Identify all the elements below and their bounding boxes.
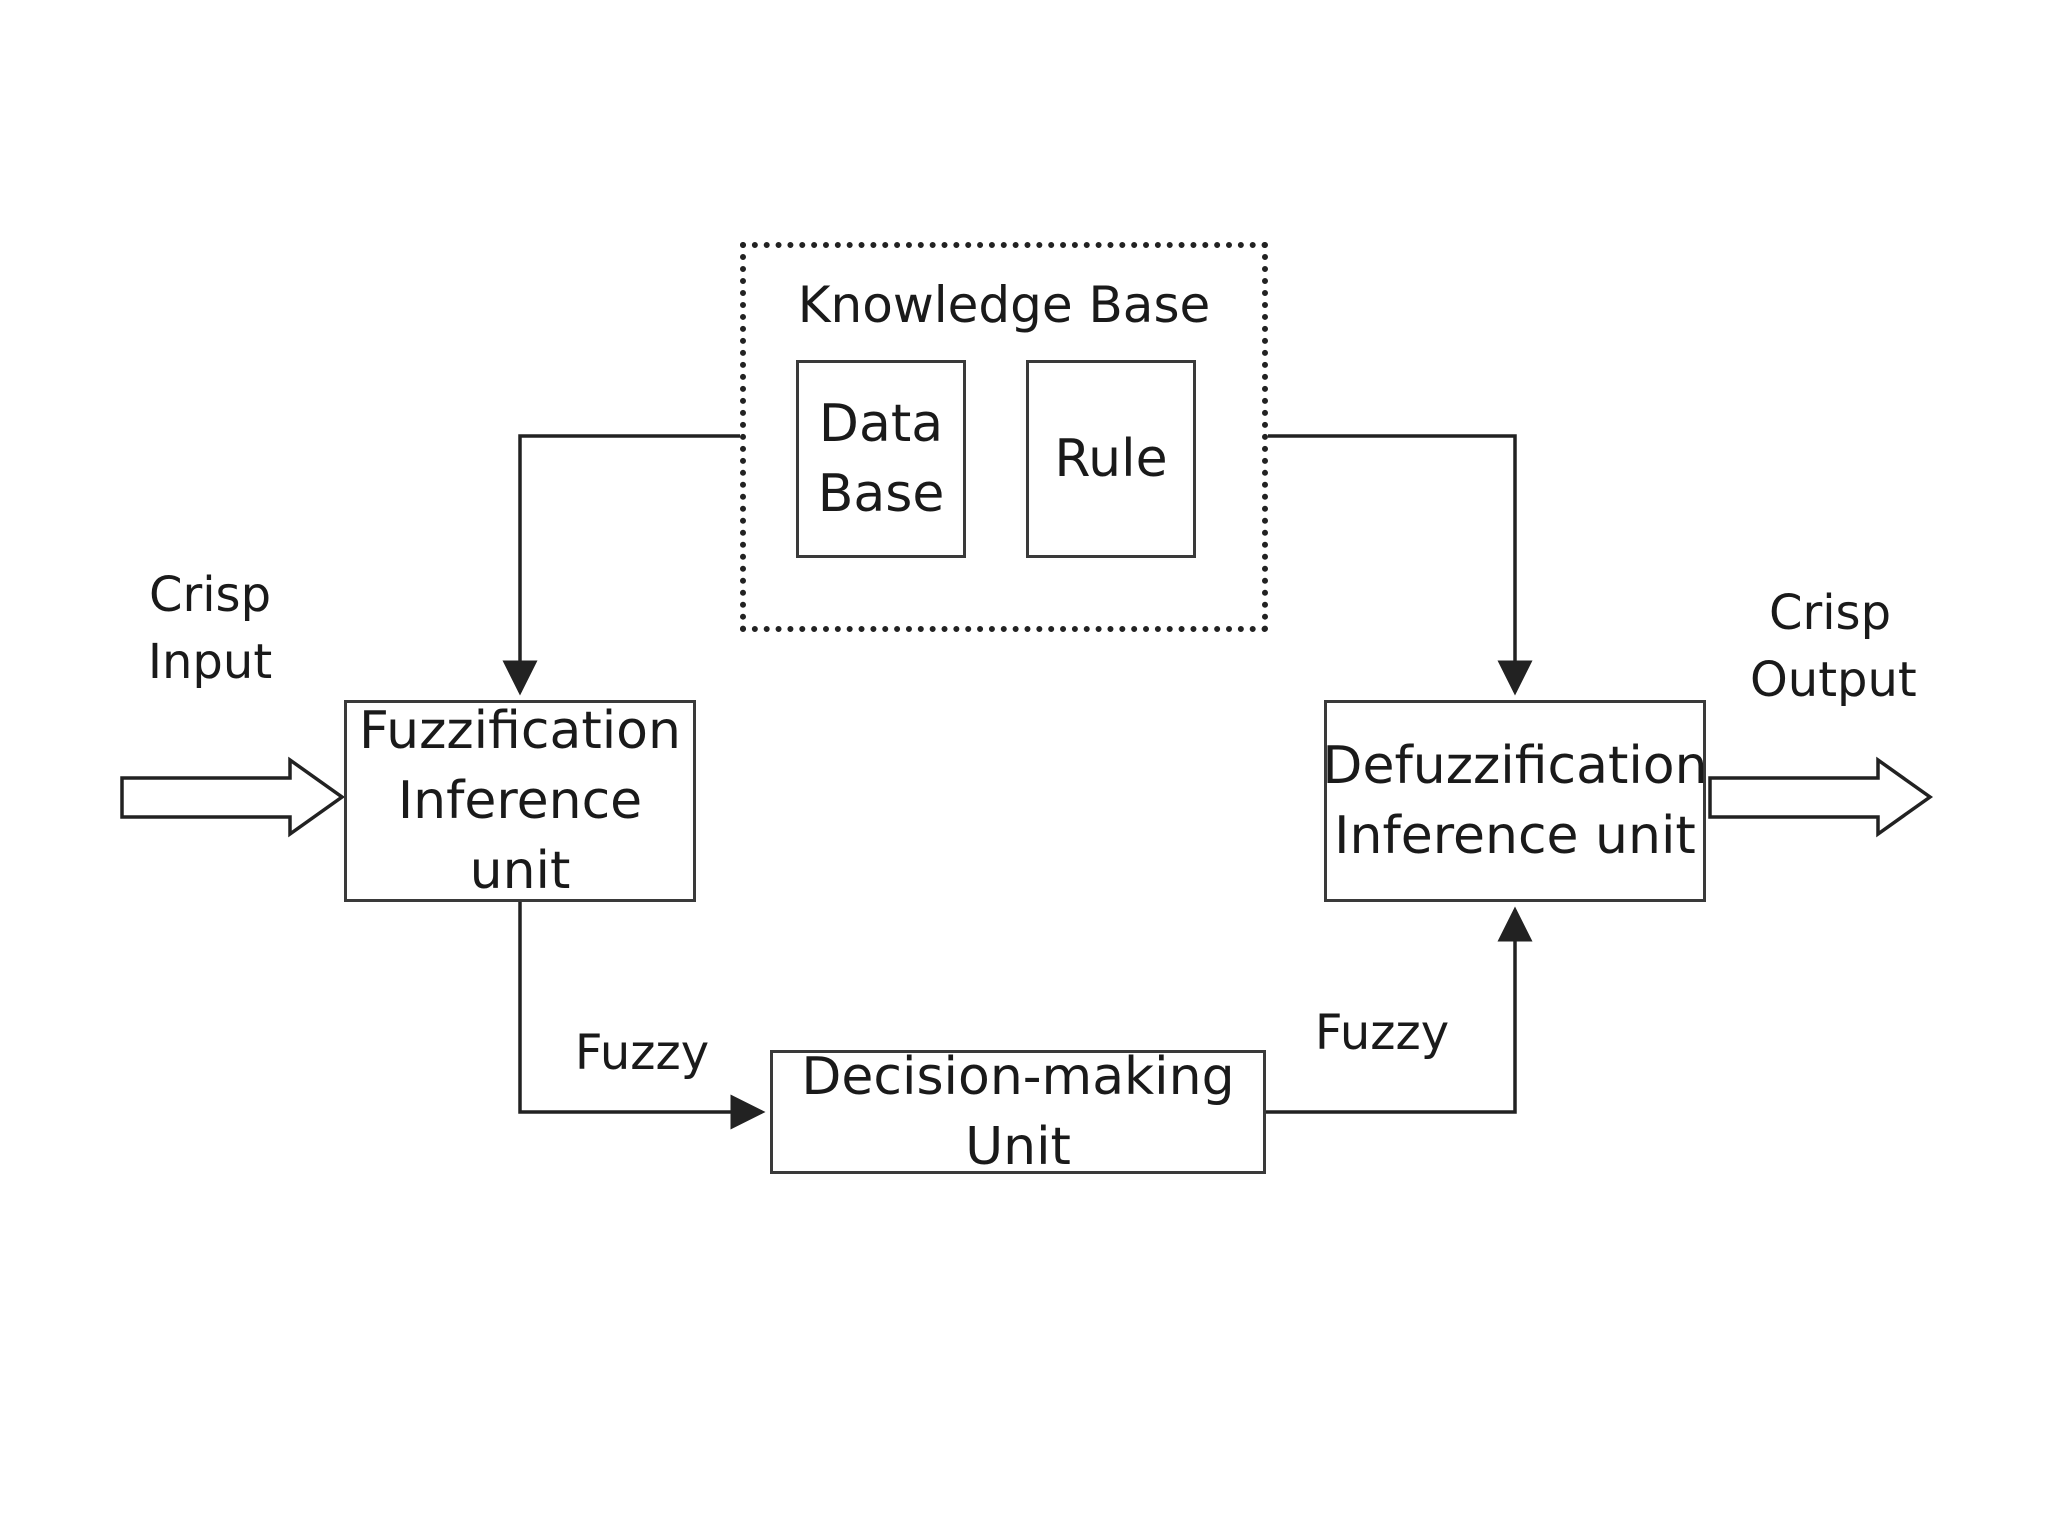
crisp-input-label: Crisp Input xyxy=(147,567,273,691)
fuzzification-to-decision-arrow xyxy=(518,902,766,1130)
data-base-label-line1: Data xyxy=(818,393,944,454)
fuzzification-inference-unit: Fuzzification Inference unit xyxy=(344,700,696,902)
decision-to-defuzzification-arrow xyxy=(1266,906,1533,1114)
crisp-output-arrow xyxy=(1708,756,1934,838)
decision-making-unit: Decision-making Unit xyxy=(770,1047,1266,1177)
fuzzy-label-right: Fuzzy xyxy=(1314,1005,1450,1061)
fuzzification-label-line1: Fuzzification xyxy=(359,700,681,761)
rule-block: Rule xyxy=(1026,360,1196,558)
defuzzification-label-line1: Defuzzification xyxy=(1322,735,1708,796)
defuzzification-inference-unit: Defuzzification Inference unit xyxy=(1322,700,1708,902)
data-base-label-line2: Base xyxy=(817,464,945,524)
fuzzy-label-left: Fuzzy xyxy=(574,1025,710,1081)
crisp-output-label: Crisp Output xyxy=(1750,585,1917,709)
data-base-block: Data Base xyxy=(796,360,966,558)
knowledge-base-title: Knowledge Base xyxy=(797,276,1211,334)
kb-to-fuzzification-arrow xyxy=(502,434,740,696)
kb-to-defuzzification-arrow xyxy=(1266,434,1533,696)
defuzzification-label-line2: Inference unit xyxy=(1334,806,1696,866)
decision-making-label: Decision-making Unit xyxy=(801,1046,1235,1177)
fuzzification-label-line2: Inference unit xyxy=(397,770,643,902)
crisp-input-arrow xyxy=(120,756,346,838)
rule-label: Rule xyxy=(1054,428,1168,489)
